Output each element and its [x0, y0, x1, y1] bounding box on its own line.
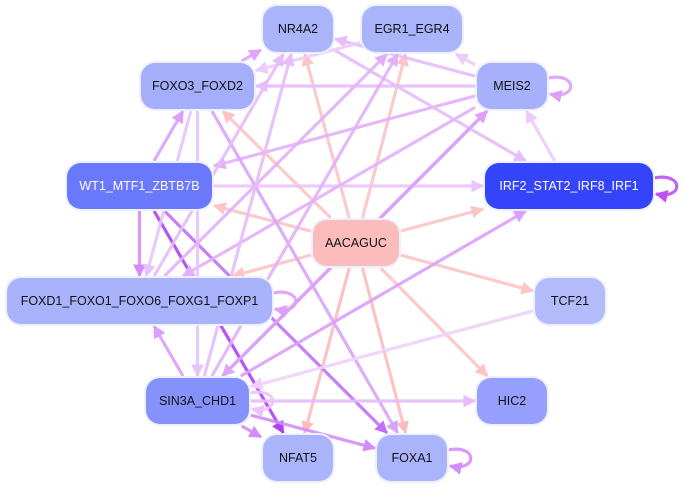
edge-wt1_mtf1_zbtb7b-to-foxo3_foxd2 — [152, 109, 185, 162]
node-label: FOXA1 — [391, 451, 433, 465]
node-label: HIC2 — [497, 394, 527, 408]
node-label: MEIS2 — [493, 79, 531, 93]
node-foxd1-foxo1-foxo6-foxg1-foxp1[interactable]: FOXD1_FOXO1_FOXO6_FOXG1_FOXP1 — [7, 278, 272, 324]
edge-meis2-to-egr1_egr4 — [454, 52, 476, 67]
edge-sin3a_chd1-to-nfat5 — [240, 424, 263, 439]
node-egr1-egr4[interactable]: EGR1_EGR4 — [362, 6, 462, 52]
edge-sin3a_chd1-to-foxa1 — [250, 413, 377, 452]
edge-foxo3_foxd2-to-foxa1 — [210, 110, 399, 435]
edge-sin3a_chd1-to-foxd1_foxo1_foxo6_foxg1_foxp1 — [152, 324, 185, 377]
node-label: NR4A2 — [277, 22, 319, 36]
edge-irf2_stat2_irf8_irf1-to-irf2_stat2_irf8_irf1 — [653, 175, 679, 203]
node-hic2[interactable]: HIC2 — [477, 378, 547, 424]
node-foxo3-foxd2[interactable]: FOXO3_FOXD2 — [141, 63, 254, 109]
edge-sin3a_chd1-to-sin3a_chd1 — [249, 390, 275, 418]
node-label: IRF2_STAT2_IRF8_IRF1 — [499, 179, 639, 193]
node-label: FOXO3_FOXD2 — [152, 79, 243, 93]
node-label: EGR1_EGR4 — [374, 22, 450, 36]
edge-foxo3_foxd2-to-nr4a2 — [240, 48, 263, 63]
node-irf2-stat2-irf8-irf1[interactable]: IRF2_STAT2_IRF8_IRF1 — [485, 163, 653, 209]
node-aacaguc[interactable]: AACAGUC — [313, 220, 399, 266]
node-tcf21[interactable]: TCF21 — [535, 278, 605, 324]
node-nr4a2[interactable]: NR4A2 — [263, 6, 333, 52]
node-wt1-mtf1-zbtb7b[interactable]: WT1_MTF1_ZBTB7B — [67, 163, 212, 209]
edge-aacaguc-to-egr1_egr4 — [360, 52, 409, 219]
node-nfat5[interactable]: NFAT5 — [263, 435, 333, 481]
edge-foxa1-to-foxa1 — [447, 447, 473, 475]
node-meis2[interactable]: MEIS2 — [477, 63, 547, 109]
node-label: FOXD1_FOXO1_FOXO6_FOXG1_FOXP1 — [20, 294, 259, 308]
node-label: TCF21 — [550, 294, 590, 308]
node-foxa1[interactable]: FOXA1 — [377, 435, 447, 481]
edge-tcf21-to-sin3a_chd1 — [249, 309, 534, 390]
node-label: WT1_MTF1_ZBTB7B — [79, 179, 200, 193]
node-label: SIN3A_CHD1 — [158, 394, 237, 408]
edge-nr4a2-to-irf2_stat2_irf8_irf1 — [334, 49, 527, 163]
node-label: NFAT5 — [279, 451, 317, 465]
edge-foxd1_foxo1_foxo6_foxg1_foxp1-to-egr1_egr4 — [163, 52, 389, 278]
edge-aacaguc-to-irf2_stat2_irf8_irf1 — [400, 205, 485, 233]
edge-foxd1_foxo1_foxo6_foxg1_foxp1-to-nr4a2 — [152, 52, 285, 277]
edge-meis2-to-nr4a2 — [333, 35, 476, 78]
node-sin3a-chd1[interactable]: SIN3A_CHD1 — [146, 378, 249, 424]
edge-meis2-to-foxd1_foxo1_foxo6_foxg1_foxp1 — [181, 106, 476, 278]
edge-aacaguc-to-nfat5 — [301, 267, 351, 435]
edge-sin3a_chd1-to-irf2_stat2_irf8_irf1 — [239, 209, 527, 378]
edge-aacaguc-to-tcf21 — [400, 253, 535, 295]
node-label: AACAGUC — [325, 236, 387, 250]
edge-irf2_stat2_irf8_irf1-to-meis2 — [524, 109, 557, 162]
edge-meis2-to-meis2 — [547, 75, 573, 103]
